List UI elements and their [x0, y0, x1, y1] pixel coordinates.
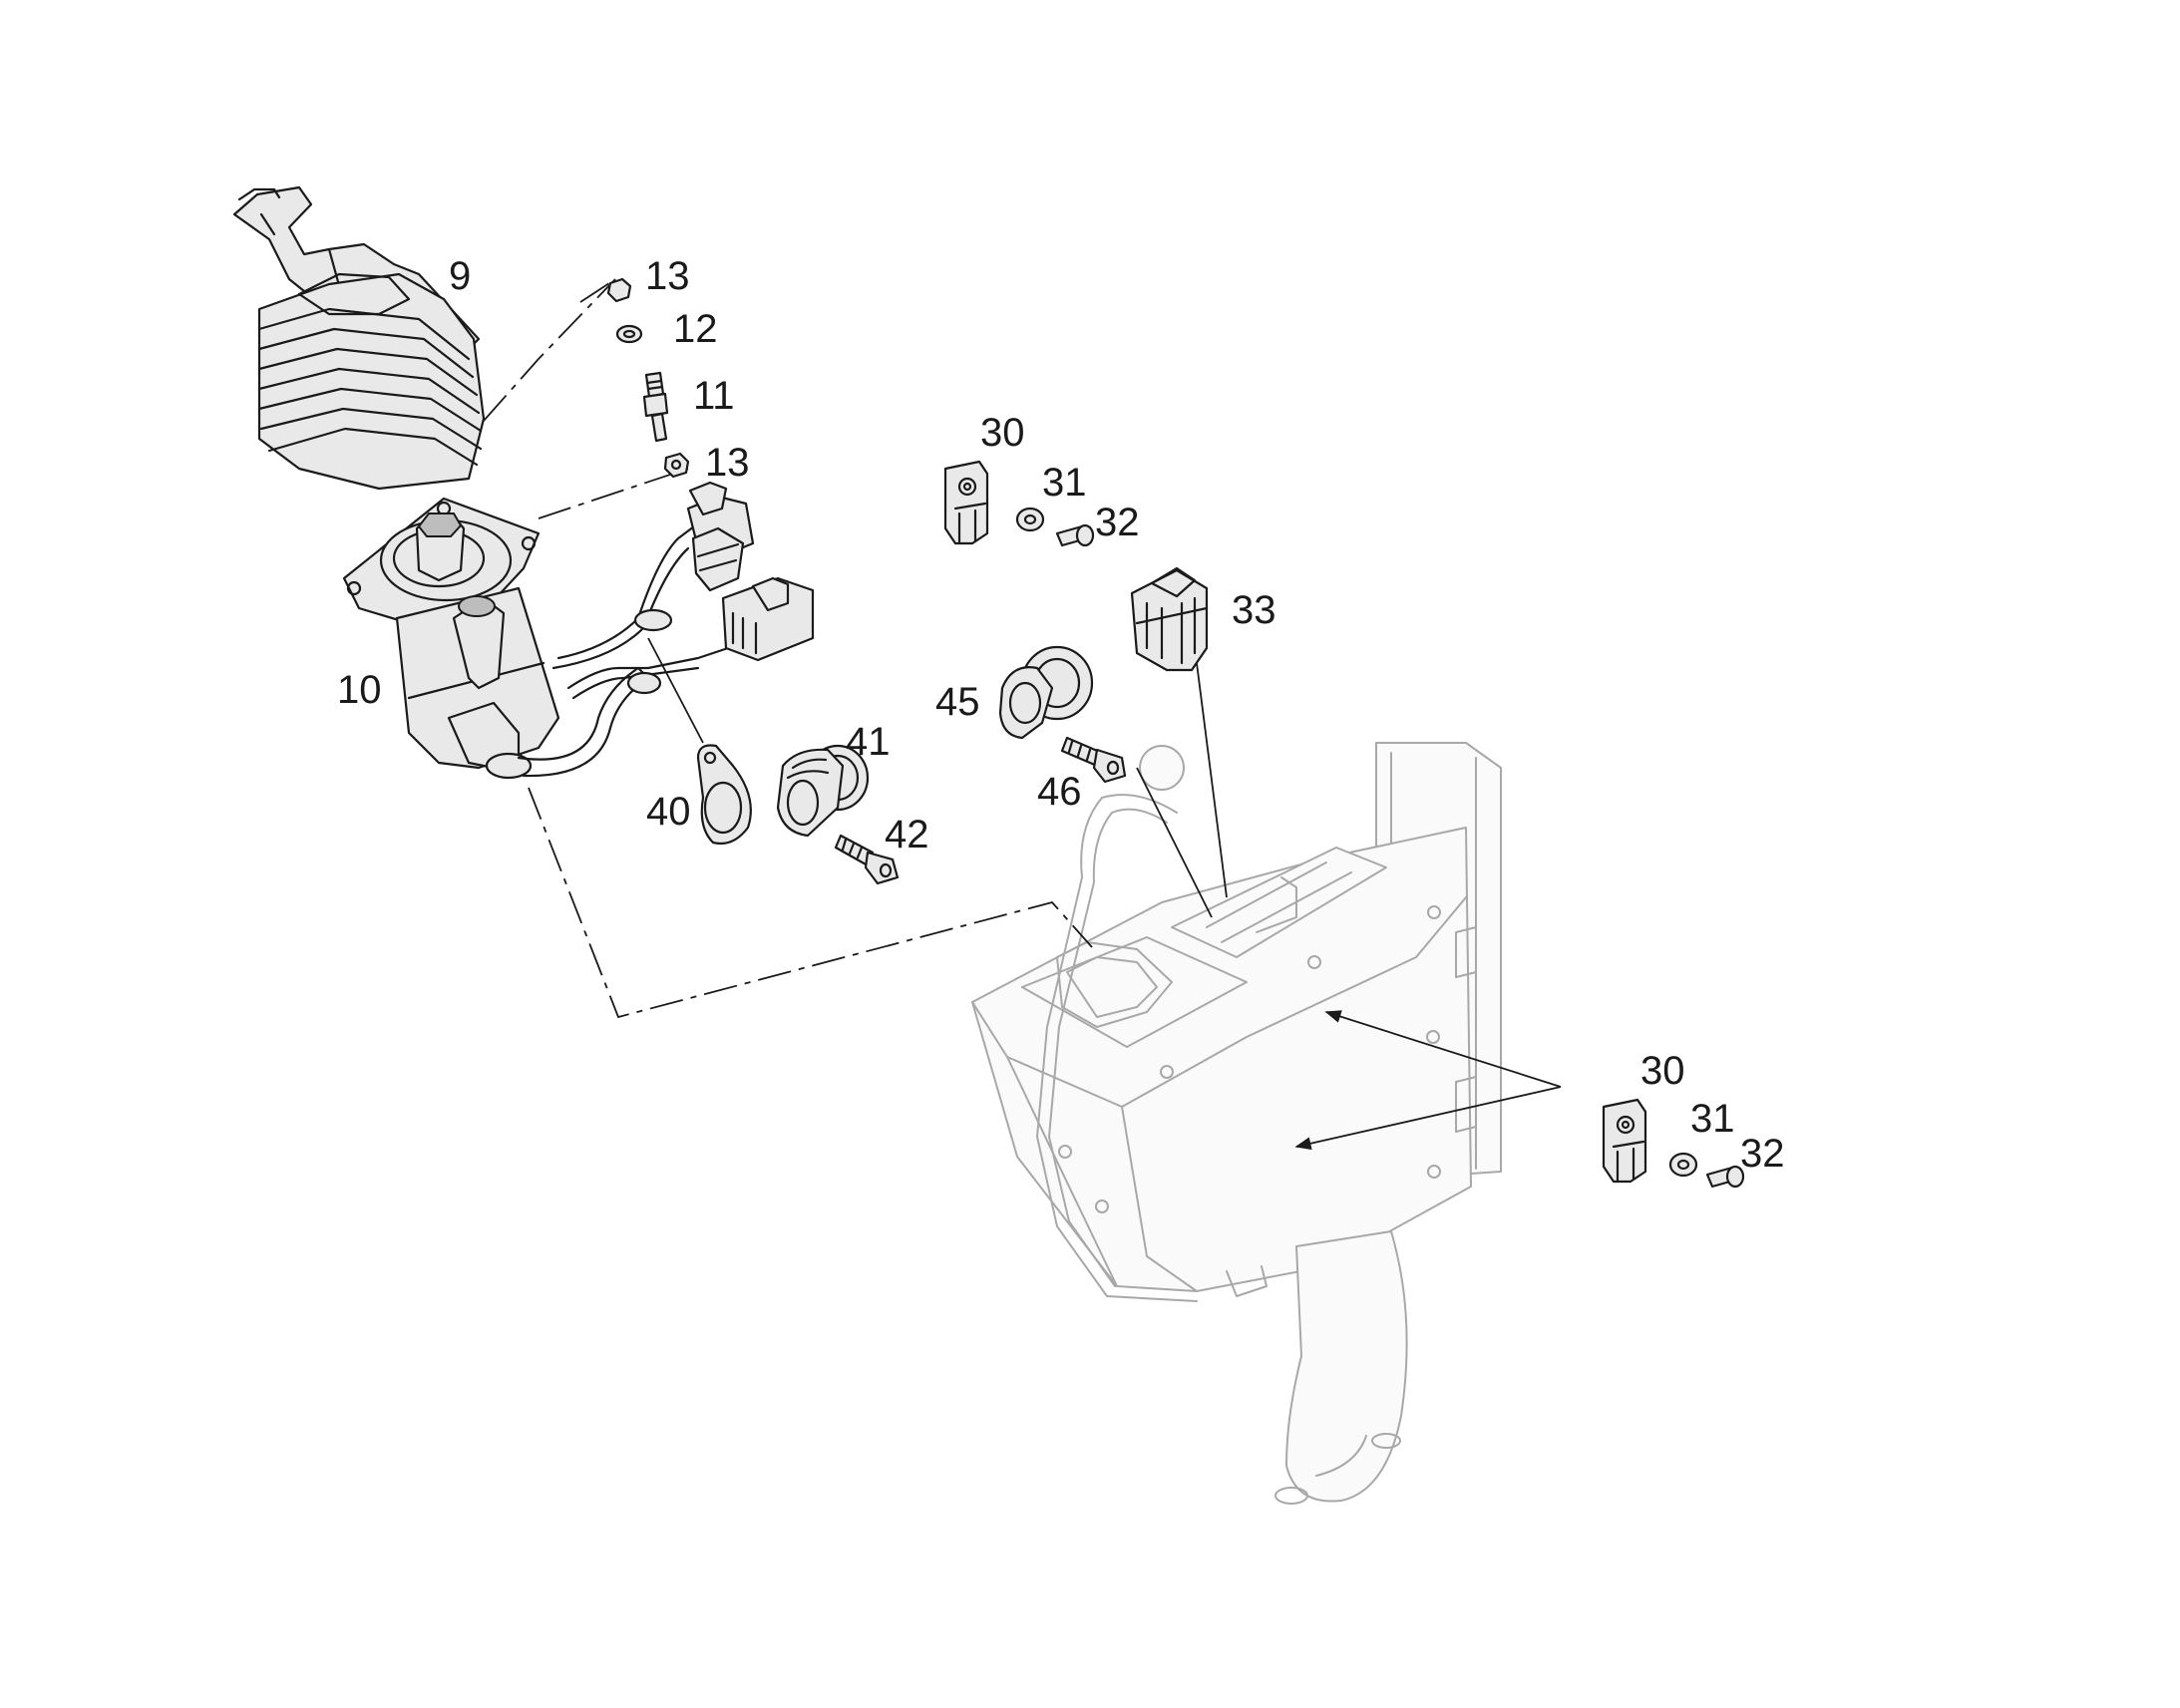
nut-13-upper	[606, 277, 632, 303]
joystick-valve-part	[342, 481, 815, 780]
callout-30-lower: 30	[1640, 1049, 1685, 1093]
clip-30-upper	[943, 460, 989, 545]
washer-31-upper	[1015, 507, 1045, 532]
callout-31-lower: 31	[1690, 1097, 1735, 1141]
callout-42: 42	[885, 813, 929, 856]
screw-46	[1060, 736, 1127, 784]
callout-30-upper: 30	[980, 411, 1025, 455]
nut-13-lower	[663, 452, 690, 479]
screw-32-upper	[1055, 523, 1095, 547]
clamp-40	[696, 744, 752, 846]
callout-32-lower: 32	[1740, 1132, 1785, 1176]
bracket-33	[1130, 566, 1209, 672]
console-housing	[971, 742, 1502, 1505]
grommet-45	[998, 645, 1094, 740]
clip-30-lower	[1602, 1098, 1647, 1184]
callout-10: 10	[337, 668, 382, 712]
callout-11: 11	[693, 374, 735, 418]
callout-45: 45	[935, 680, 980, 724]
callout-13-lower: 13	[705, 441, 750, 485]
callout-40: 40	[646, 790, 691, 834]
callout-41: 41	[846, 720, 891, 764]
screw-42	[834, 834, 900, 885]
callout-13-upper: 13	[645, 254, 690, 298]
callout-33: 33	[1232, 588, 1276, 632]
callout-12: 12	[673, 307, 718, 351]
assembly-lines	[483, 278, 1562, 1151]
joystick-handle-part	[232, 185, 486, 491]
washer-31-lower	[1668, 1152, 1698, 1178]
callout-32-upper: 32	[1095, 501, 1140, 544]
grommet-41	[776, 744, 870, 838]
washer-12	[615, 324, 643, 344]
callout-46: 46	[1037, 770, 1082, 814]
switch-stud-11	[642, 371, 669, 443]
screw-32-lower	[1705, 1165, 1745, 1189]
callout-31-upper: 31	[1042, 461, 1087, 505]
callout-9: 9	[449, 254, 471, 298]
